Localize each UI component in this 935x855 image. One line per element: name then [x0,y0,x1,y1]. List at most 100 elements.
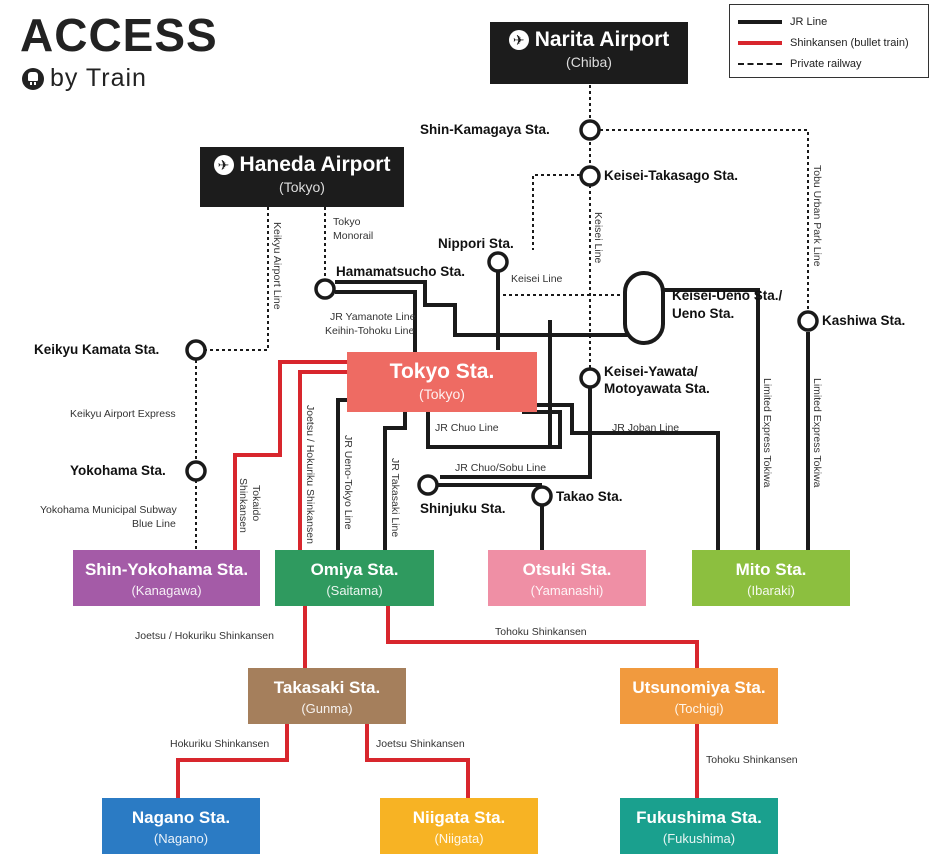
hamamatsucho-label[interactable]: Hamamatsucho Sta. [336,264,466,279]
shin-yokohama-station-box[interactable]: Shin-Yokohama Sta. (Kanagawa) [73,550,260,606]
keikyu-kamata-marker [185,339,207,361]
shinkansen-lines [176,360,699,798]
keisei-yawata-marker [579,367,601,389]
keikyu-kamata-label[interactable]: Keikyu Kamata Sta. [34,342,160,357]
omiya-station-sub: (Saitama) [326,583,383,598]
tokyo-monorail-label-2: Monorail [333,230,374,242]
jr-yamanote-label-2: Keihin-Tohoku Line [325,325,415,337]
tokyo-station-box[interactable]: Tokyo Sta. (Tokyo) [347,352,537,412]
yokohama-label[interactable]: Yokohama Sta. [70,463,166,478]
tohoku-shinkansen-label-1: Tohoku Shinkansen [495,626,587,638]
joetsu-hokuriku-label-v: Joetsu / Hokuriku Shinkansen [304,405,316,544]
legend-shinkansen-label: Shinkansen (bullet train) [790,37,909,49]
nippori-marker [487,251,509,273]
jr-joban-path [537,403,720,550]
omiya-station-box[interactable]: Omiya Sta. (Saitama) [275,550,434,606]
yokohama-subway-label-1: Yokohama Municipal Subway [40,504,177,516]
fukushima-station-box[interactable]: Fukushima Sta. (Fukushima) [620,798,778,854]
hamamatsucho-marker [314,278,336,300]
page-title: ACCESS [20,9,218,61]
haneda-airport-box[interactable]: ✈Haneda Airport (Tokyo) [200,147,404,207]
haneda-airport-sub: (Tokyo) [279,179,325,195]
nagano-station-name: Nagano Sta. [131,808,231,827]
joetsu-shinkansen-label: Joetsu Shinkansen [376,738,465,750]
legend-jr: JR Line [738,13,827,31]
niigata-station-sub: (Niigata) [434,831,484,846]
train-icon [22,67,44,90]
nagano-station-box[interactable]: Nagano Sta. (Nagano) [102,798,260,854]
keisei-yawata-label-1[interactable]: Keisei-Yawata/ [604,364,698,379]
legend-shinkansen: Shinkansen (bullet train) [738,34,909,52]
jr-chuo-label: JR Chuo Line [435,422,499,434]
legend: JR Line Shinkansen (bullet train) Privat… [729,4,929,78]
shinkansen-swatch [738,41,782,45]
narita-airport-box[interactable]: ✈Narita Airport (Chiba) [490,22,688,84]
keisei-line-label-v: Keisei Line [592,212,604,264]
keikyu-airport-express-label: Keikyu Airport Express [70,408,176,420]
shin-kamagaya-marker [579,119,601,141]
subtitle-text: by Train [50,64,147,92]
shinjuku-marker [417,474,439,496]
takasaki-station-name: Takasaki Sta. [273,678,381,697]
keikyu-airport-line-path [205,207,269,351]
takao-label[interactable]: Takao Sta. [556,489,623,504]
tohoku-shinkansen-path [386,606,699,668]
niigata-station-box[interactable]: Niigata Sta. (Niigata) [380,798,538,854]
private-railway-swatch [738,63,782,65]
tokyo-station-sub: (Tokyo) [419,386,465,402]
nagano-station-sub: (Nagano) [153,831,209,846]
tokaido-label-1: Tokaido [250,485,262,522]
otsuki-station-sub: (Yamanashi) [530,583,604,598]
shin-yokohama-station-name: Shin-Yokohama Sta. [84,560,249,579]
jr-chuo-sobu-label: JR Chuo/Sobu Line [455,462,547,474]
shinjuku-label[interactable]: Shinjuku Sta. [420,501,506,516]
joetsu-hokuriku-vertical-path [298,370,347,550]
shin-yokohama-station-sub: (Kanagawa) [131,583,202,598]
jr-chuo-path [426,410,562,449]
tokaido-shinkansen-path [233,360,347,550]
yokohama-marker [185,460,207,482]
jr-takasaki-label: JR Takasaki Line [389,458,401,538]
legend-private: Private railway [738,55,862,73]
jr-line-swatch [738,20,782,24]
takasaki-station-box[interactable]: Takasaki Sta. (Gunma) [248,668,406,724]
utsunomiya-station-name: Utsunomiya Sta. [632,678,766,697]
joetsu-shinkansen-path [365,724,470,798]
page-subtitle: by Train [22,64,147,93]
ltd-express-tokiwa-label-2: Limited Express Tokiwa [811,378,823,488]
keihin-tohoku-path [335,290,417,355]
keikyu-airport-line-label: Keikyu Airport Line [271,222,283,310]
tokyo-monorail-label-1: Tokyo [333,216,361,228]
keisei-takasago-marker [579,165,601,187]
keisei-yawata-label-2[interactable]: Motoyawata Sta. [604,381,710,396]
takasaki-station-sub: (Gunma) [301,701,353,716]
airplane-icon: ✈ [213,155,234,175]
shin-kamagaya-label[interactable]: Shin-Kamagaya Sta. [420,122,550,137]
tobu-urban-park-label: Tobu Urban Park Line [811,165,823,267]
legend-private-label: Private railway [790,58,862,70]
keisei-ueno-label-2[interactable]: Ueno Sta. [672,306,735,321]
fukushima-station-sub: (Fukushima) [662,831,736,846]
otsuki-station-name: Otsuki Sta. [522,560,612,579]
otsuki-station-box[interactable]: Otsuki Sta. (Yamanashi) [488,550,646,606]
tohoku-shinkansen-label-2: Tohoku Shinkansen [706,754,798,766]
legend-jr-label: JR Line [790,16,828,28]
fukushima-station-name: Fukushima Sta. [636,808,762,827]
jr-lines [335,270,810,550]
ueno-station-marker [623,271,665,345]
utsunomiya-station-sub: (Tochigi) [674,701,724,716]
keisei-takasago-label[interactable]: Keisei-Takasago Sta. [604,168,739,183]
narita-airport-sub: (Chiba) [566,54,612,70]
tokaido-label-2: Shinkansen [237,478,249,533]
kashiwa-label[interactable]: Kashiwa Sta. [822,313,906,328]
tokyo-station-name: Tokyo Sta. [389,360,495,383]
jr-ueno-tokyo-path [336,398,347,550]
nippori-label[interactable]: Nippori Sta. [438,236,514,251]
keisei-ueno-label-1[interactable]: Keisei-Ueno Sta./ [672,288,783,303]
mito-station-box[interactable]: Mito Sta. (Ibaraki) [692,550,850,606]
narita-airport-name: Narita Airport [534,28,670,51]
jr-ueno-tokyo-label: JR Ueno-Tokyo Line [342,435,354,530]
haneda-airport-name: Haneda Airport [239,153,391,176]
utsunomiya-station-box[interactable]: Utsunomiya Sta. (Tochigi) [620,668,778,724]
